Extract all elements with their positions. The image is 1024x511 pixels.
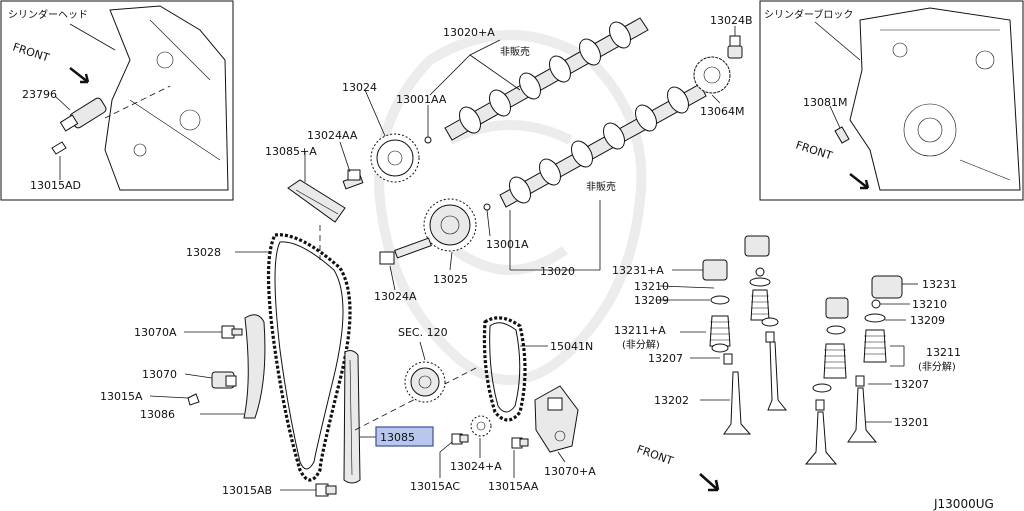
inset-block-title: シリンダーブロック (764, 8, 853, 21)
label-13015A: 13015A (100, 390, 143, 403)
highlighted-part-13085[interactable]: 13085 (375, 426, 434, 447)
crank-sprocket (404, 361, 446, 403)
label-13070-plus-a: 13070+A (544, 465, 596, 478)
label-13015AC: 13015AC (410, 480, 460, 493)
cam-sprocket-13064M (693, 56, 731, 94)
label-23796: 23796 (22, 88, 57, 101)
label-13024: 13024 (342, 81, 377, 94)
front-arrow-icon (699, 473, 720, 492)
label-15041N: 15041N (550, 340, 593, 353)
vtc-sprocket-13025 (423, 198, 477, 252)
tensioner-13070-plus-a (534, 385, 579, 453)
label-13202: 13202 (654, 394, 689, 407)
bolt-13024AA (342, 169, 364, 190)
label-13024B: 13024B (710, 14, 753, 27)
label-13207-intake: 13207 (894, 378, 929, 391)
inset-cylinder-block (759, 0, 1024, 201)
label-13209-intake: 13209 (910, 314, 945, 327)
valve-set-intake (804, 275, 903, 465)
chain-guide-13085-plus-a (287, 179, 346, 223)
bolt-13024B (727, 35, 743, 59)
note-not-sold-lower: 非販売 (586, 180, 616, 193)
timing-chain-13028 (266, 233, 352, 482)
front-arrow-icon (69, 67, 90, 84)
label-13207: 13207 (648, 352, 683, 365)
diagram-id: J13000UG (933, 497, 994, 511)
bolt-13024A (379, 237, 432, 265)
tensioner-arm-13086 (243, 314, 266, 419)
label-13086: 13086 (140, 408, 175, 421)
label-13024A: 13024A (374, 290, 417, 303)
inset-cylinder-head (0, 0, 234, 201)
oil-pump-chain-15041N (482, 316, 527, 422)
bolt-13015AB (315, 483, 337, 497)
label-13001AA: 13001AA (396, 93, 447, 106)
oil-pump-sprocket (470, 415, 492, 437)
note-not-sold-upper: 非販売 (500, 45, 530, 58)
label-13015AB: 13015AB (222, 484, 272, 497)
label-13001A: 13001A (486, 238, 529, 251)
label-13025: 13025 (433, 273, 468, 286)
tensioner-13070 (211, 371, 237, 389)
chain-guide-13085 (343, 350, 361, 484)
label-13020: 13020 (540, 265, 575, 278)
label-13024-plus-a: 13024+A (450, 460, 502, 473)
label-13085A: 13085+A (265, 145, 317, 158)
bolt-13015AC (451, 433, 469, 445)
bolt-13015AA (511, 437, 529, 449)
label-13015AA: 13015AA (488, 480, 539, 493)
cam-sensor-23796 (59, 97, 107, 132)
label-13015AD: 13015AD (30, 179, 81, 192)
label-13231: 13231 (922, 278, 957, 291)
label-sec-120: SEC. 120 (398, 326, 448, 339)
label-13201: 13201 (894, 416, 929, 429)
label-13081M: 13081M (803, 96, 847, 109)
valve-set-exhaust (702, 235, 788, 435)
label-13070A: 13070A (134, 326, 177, 339)
label-13211: 13211 (926, 346, 961, 359)
camshaft-13020-plus-a (444, 17, 649, 141)
front-arrow-icon (849, 173, 870, 190)
front-label-main: FRONT (635, 443, 675, 468)
label-13210-intake: 13210 (912, 298, 947, 311)
label-13024AA: 13024AA (307, 129, 358, 142)
label-13070: 13070 (142, 368, 177, 381)
label-13064M: 13064M (700, 105, 744, 118)
camshaft-13020 (499, 83, 707, 208)
label-13085: 13085 (380, 431, 415, 444)
note-13211-non-disassembly: (非分解) (918, 360, 956, 373)
label-13028: 13028 (186, 246, 221, 259)
note-13211A-non-disassembly: (非分解) (622, 338, 660, 351)
label-13231A: 13231+A (612, 264, 664, 277)
label-13211A: 13211+A (614, 324, 666, 337)
inset-head-title: シリンダーヘッド (8, 8, 88, 21)
label-13210: 13210 (634, 280, 669, 293)
label-13020A: 13020+A (443, 26, 495, 39)
label-13209: 13209 (634, 294, 669, 307)
bolt-13070A (221, 325, 243, 339)
cam-sprocket-13024 (370, 133, 420, 183)
